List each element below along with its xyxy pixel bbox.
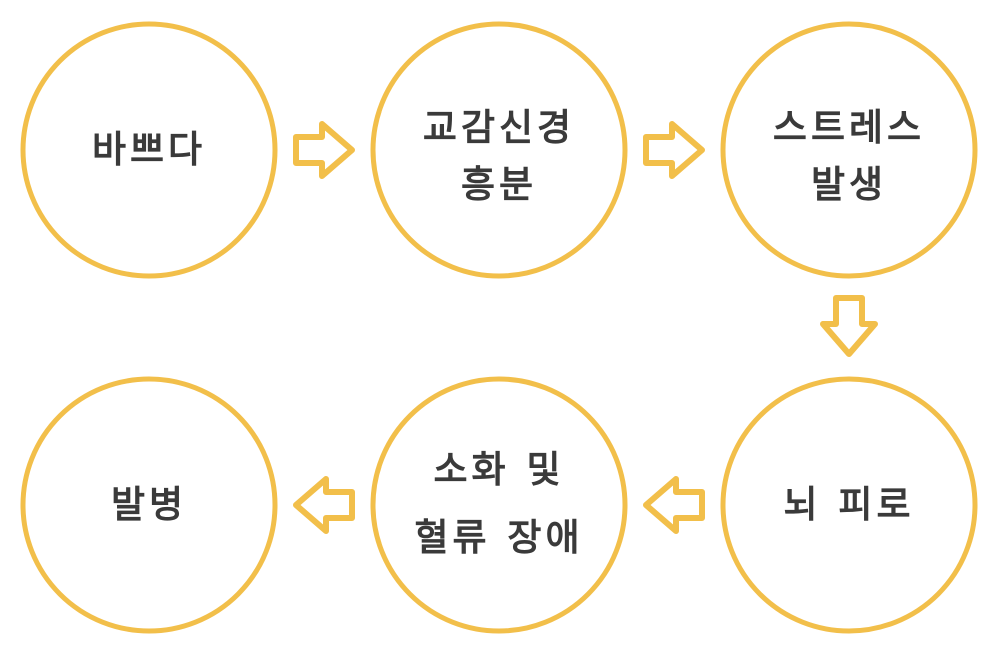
node-circle [720,376,978,634]
node-sympathetic-excitation: 교감신경 흥분 [370,21,628,279]
node-circle [20,21,278,279]
node-label: 바쁘다 [92,128,206,171]
node-busy: 바쁘다 [20,21,278,279]
left-arrow-icon [643,476,705,534]
node-label-line-2: 흥분 [461,163,537,206]
node-label: 발병 [111,483,187,526]
node-label: 뇌 피로 [783,483,914,526]
node-circle [370,21,628,279]
node-brain-fatigue: 뇌 피로 [720,376,978,634]
node-stress-occurrence: 스트레스 발생 [720,21,978,279]
node-circle [370,376,628,634]
node-label-line-2: 혈류 장애 [414,516,583,559]
right-arrow-icon [293,121,355,179]
node-label-line-1: 교감신경 [423,106,575,149]
left-arrow-icon [293,476,355,534]
down-arrow-icon [820,295,878,357]
node-label-line-2: 발생 [811,163,887,206]
node-label-line-1: 스트레스 [773,106,925,149]
node-digestion-bloodflow-disorder: 소화 및 혈류 장애 [370,376,628,634]
node-circle [20,376,278,634]
node-disease-onset: 발병 [20,376,278,634]
node-label-line-1: 소화 및 [433,448,564,491]
node-circle [720,21,978,279]
right-arrow-icon [643,121,705,179]
